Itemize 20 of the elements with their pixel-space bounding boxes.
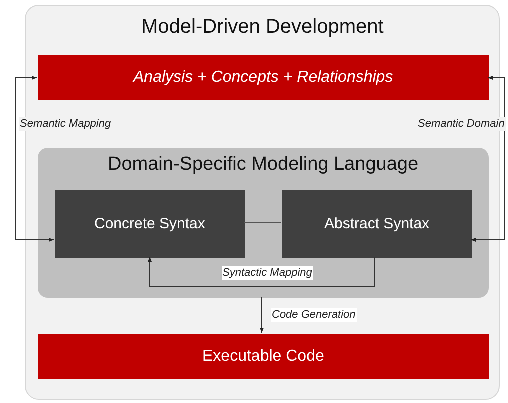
- process-box: [282, 190, 472, 258]
- arrow: [148, 256, 376, 288]
- edge-label: Semantic Domain: [417, 117, 506, 131]
- arrow: [16, 76, 54, 242]
- panel-heading: Model-Driven Development: [142, 16, 384, 39]
- edge-label: Code Generation: [271, 308, 357, 322]
- box-label: Abstract Syntax: [324, 216, 430, 232]
- arrow: [470, 76, 506, 242]
- box-label: Concrete Syntax: [94, 216, 206, 232]
- banner-box: [38, 55, 489, 100]
- process-box: [55, 190, 245, 258]
- arrow: [260, 296, 264, 334]
- edge-label: Semantic Mapping: [19, 117, 112, 131]
- group-panel: [38, 148, 489, 298]
- box-label: Executable Code: [202, 348, 324, 366]
- connector-line: [244, 222, 282, 224]
- box-label: Analysis + Concepts + Relationships: [134, 68, 394, 86]
- banner-box: [38, 334, 489, 379]
- edge-label: Syntactic Mapping: [222, 266, 314, 280]
- panel-heading: Domain-Specific Modeling Language: [108, 154, 419, 176]
